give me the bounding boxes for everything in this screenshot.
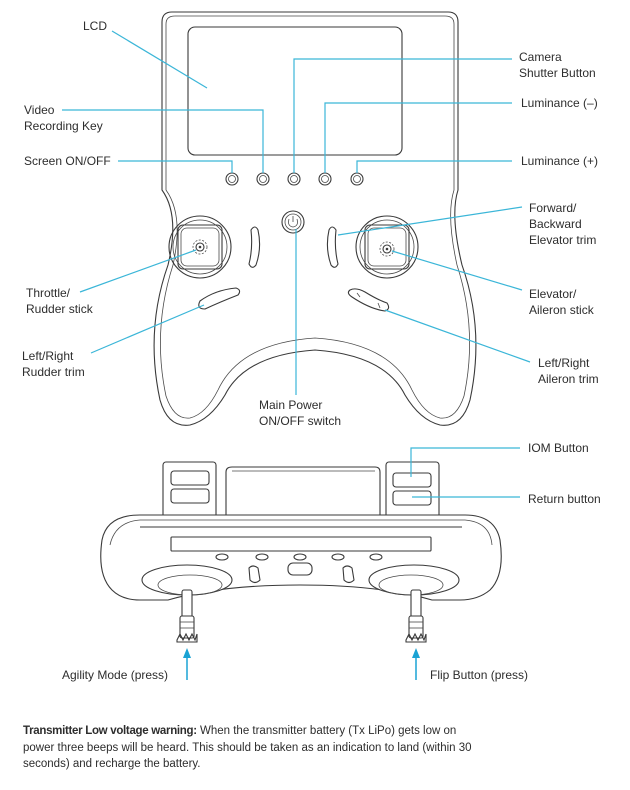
phone-clamp	[225, 466, 381, 519]
flip-button-stick[interactable]	[405, 589, 427, 643]
front-power-switch	[287, 562, 313, 576]
top-buttons	[225, 172, 364, 186]
top-view-leader-lines	[62, 30, 531, 395]
forward-backward-elevator-trim[interactable]	[326, 226, 339, 268]
left-upper-button[interactable]	[170, 470, 210, 486]
warning-body: When the transmitter battery (Tx LiPo) g…	[23, 725, 472, 770]
luminance-minus-button[interactable]	[318, 172, 332, 186]
label-luminance-plus: Luminance (+)	[521, 154, 599, 168]
label-main-power: Main Power ON/OFF switch	[259, 398, 342, 428]
luminance-plus-button[interactable]	[350, 172, 364, 186]
label-luminance-minus: Luminance (–)	[521, 96, 598, 110]
label-camera-shutter: Camera Shutter Button	[519, 50, 596, 80]
label-forward-backward-elevator-trim: Forward/ Backward Elevator trim	[529, 201, 597, 247]
lcd-screen	[187, 26, 403, 156]
label-agility-mode: Agility Mode (press)	[62, 668, 169, 682]
throttle-rudder-stick[interactable]	[168, 215, 232, 279]
flip-button-arrow	[412, 648, 420, 680]
controller-body-inner-outline	[160, 15, 470, 419]
left-right-aileron-trim[interactable]	[347, 288, 390, 312]
return-button[interactable]	[392, 490, 432, 506]
label-iom-button: IOM Button	[528, 441, 589, 455]
front-body-edge	[140, 519, 493, 546]
front-view-leader-lines	[410, 447, 520, 498]
front-right-trim	[342, 565, 355, 584]
agility-mode-stick[interactable]	[176, 589, 198, 643]
left-vertical-trim[interactable]	[248, 226, 261, 268]
label-return-button: Return button	[528, 492, 601, 506]
label-video-recording-key: Video Recording Key	[24, 103, 103, 133]
label-flip-button: Flip Button (press)	[430, 668, 529, 682]
front-slot	[170, 536, 432, 552]
agility-mode-arrow	[183, 648, 191, 680]
front-left-trim	[248, 565, 261, 584]
controller-body-outline	[153, 11, 477, 426]
left-right-rudder-trim[interactable]	[198, 287, 241, 310]
controller-front-view	[100, 461, 502, 643]
label-left-right-aileron-trim: Left/Right Aileron trim	[538, 356, 599, 386]
screen-on-off-button[interactable]	[225, 172, 239, 186]
video-recording-button[interactable]	[256, 172, 270, 186]
front-small-buttons	[215, 553, 383, 561]
label-left-right-rudder-trim: Left/Right Rudder trim	[22, 349, 85, 379]
label-screen-on-off: Screen ON/OFF	[24, 154, 111, 168]
label-lcd: LCD	[83, 19, 108, 33]
main-power-button[interactable]	[281, 210, 305, 234]
label-throttle-rudder-stick: Throttle/ Rudder stick	[26, 286, 93, 316]
elevator-aileron-stick[interactable]	[355, 215, 419, 279]
label-elevator-aileron-stick: Elevator/ Aileron stick	[529, 287, 594, 317]
controller-top-view	[153, 11, 477, 426]
left-lower-button[interactable]	[170, 488, 210, 504]
camera-shutter-button[interactable]	[287, 172, 301, 186]
iom-button[interactable]	[392, 472, 432, 488]
warning-title: Transmitter Low voltage warning:	[23, 725, 197, 737]
low-voltage-warning: Transmitter Low voltage warning: When th…	[23, 723, 483, 773]
